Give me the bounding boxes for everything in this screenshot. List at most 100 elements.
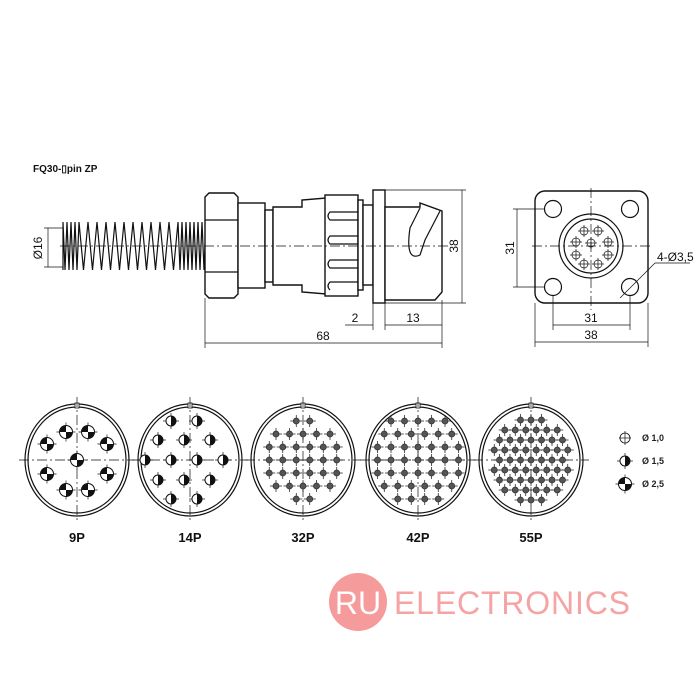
pin-1 — [530, 484, 543, 496]
pin-2-5 — [615, 474, 635, 494]
pin-1 — [371, 467, 384, 479]
pin-1 — [391, 493, 404, 505]
pin-1 — [498, 484, 511, 496]
dimension-length: 68 — [204, 298, 442, 348]
pin-1 — [551, 464, 564, 476]
pin-1 — [535, 434, 548, 446]
pin-1-5 — [163, 491, 179, 507]
pin-1-5 — [176, 432, 192, 448]
pin-1 — [412, 454, 424, 466]
pin-1-5 — [150, 432, 166, 448]
pin-1 — [290, 493, 303, 505]
pin-1 — [432, 428, 445, 440]
dimension-width: 38 — [534, 303, 649, 347]
pin-1 — [371, 454, 384, 466]
pin-1 — [445, 428, 458, 440]
side-view: Ø16 38 2 13 68 — [31, 189, 466, 348]
pin-1 — [398, 415, 411, 427]
bayonet-slot — [408, 207, 441, 257]
pin-2-5 — [56, 422, 76, 442]
pin-1 — [324, 480, 336, 492]
pin-1 — [270, 480, 282, 492]
pin-1 — [535, 454, 548, 466]
pin-1 — [290, 454, 303, 466]
pin-1-5 — [163, 452, 179, 468]
pin-1 — [504, 474, 516, 486]
socket-pin — [592, 225, 604, 237]
drawing-title: FQ30-▯pin ZP — [33, 164, 98, 175]
pin-1 — [385, 467, 397, 479]
pin-1 — [405, 480, 418, 492]
pin-1 — [556, 434, 569, 446]
pin-1-5 — [150, 472, 166, 488]
legend-item: Ø 1,0 — [619, 431, 664, 445]
watermark-text: ELECTRONICS — [394, 585, 630, 621]
pin-1 — [412, 415, 424, 427]
layout-label: 9P — [69, 530, 85, 545]
pin-1 — [452, 441, 465, 453]
pin-1 — [530, 444, 543, 456]
pin-1 — [540, 484, 553, 496]
layout-9P: 9P — [19, 397, 135, 545]
pin-1-5 — [176, 472, 192, 488]
dimension-hole-spacing-v: 31 — [503, 208, 545, 288]
pin-1 — [263, 454, 276, 466]
pin-1 — [439, 415, 451, 427]
pin-1 — [405, 428, 418, 440]
pin-1-5 — [189, 491, 205, 507]
pin-1 — [385, 441, 397, 453]
receptacle-front — [384, 202, 443, 301]
pin-1 — [398, 441, 411, 453]
pin-1 — [425, 467, 438, 479]
pin-legend: Ø 1,0Ø 1,5Ø 2,5 — [615, 431, 664, 494]
pin-1 — [509, 424, 522, 436]
pin-2-5 — [67, 450, 87, 470]
svg-text:68: 68 — [316, 329, 330, 343]
pin-1-5 — [215, 452, 231, 468]
pin-1 — [514, 494, 527, 506]
pin-1 — [514, 454, 527, 466]
pin-1 — [530, 424, 543, 436]
watermark-logo-circle — [329, 573, 387, 631]
mount-hole — [620, 277, 640, 297]
pin-1 — [303, 454, 316, 466]
pin-2-5 — [97, 464, 117, 484]
pin-1 — [385, 454, 397, 466]
pin-1 — [530, 464, 543, 476]
pin-1 — [330, 454, 343, 466]
pin-1 — [546, 434, 558, 446]
pin-1 — [551, 424, 564, 436]
socket-pin — [578, 225, 590, 237]
pin-1 — [425, 441, 438, 453]
pin-1 — [330, 441, 343, 453]
pin-1 — [276, 467, 289, 479]
pin-1 — [445, 480, 458, 492]
pin-1 — [290, 467, 303, 479]
pin-1 — [290, 441, 303, 453]
pin-2-5 — [56, 480, 76, 500]
svg-text:4-Ø3,5: 4-Ø3,5 — [657, 250, 694, 264]
pin-1 — [556, 454, 569, 466]
layout-42P: 42P — [360, 397, 476, 545]
pin-1 — [297, 480, 309, 492]
pin-1 — [504, 454, 516, 466]
pin-1 — [263, 467, 276, 479]
layout-label: 32P — [291, 530, 314, 545]
pin-1 — [371, 441, 384, 453]
pin-1 — [498, 424, 511, 436]
pin-1 — [540, 464, 553, 476]
pin-1-5 — [163, 413, 179, 429]
front-view: 31 31 38 4-Ø3,5 — [503, 188, 694, 347]
pin-1 — [276, 454, 289, 466]
pin-1 — [540, 444, 553, 456]
pin-1-5 — [137, 452, 153, 468]
pin-1 — [514, 414, 527, 426]
svg-text:38: 38 — [584, 328, 598, 342]
socket-pin — [570, 249, 582, 261]
dimension-holes: 4-Ø3,5 — [619, 250, 694, 299]
pin-1-5 — [617, 453, 633, 469]
pin-1 — [432, 493, 445, 505]
pin-1 — [493, 474, 506, 486]
pin-1 — [561, 444, 574, 456]
